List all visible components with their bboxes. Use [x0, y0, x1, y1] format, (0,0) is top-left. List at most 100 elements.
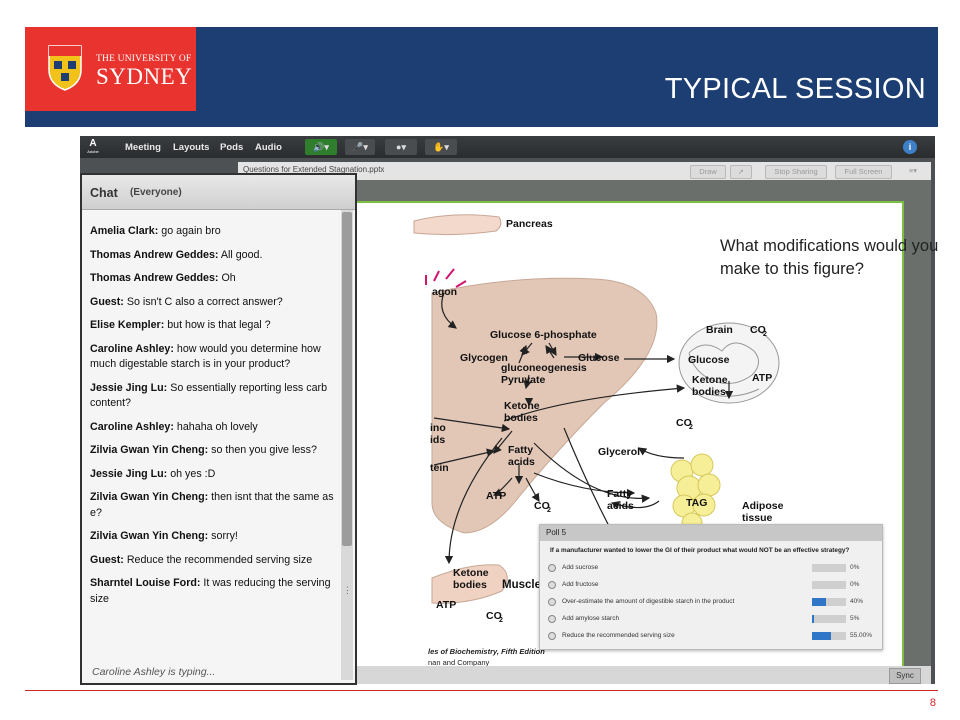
hand-icon: ✋▾ [433, 142, 449, 152]
full-screen-button[interactable]: Full Screen [835, 165, 892, 179]
chat-text: Reduce the recommended serving size [123, 553, 313, 566]
poll-result-percent: 0% [850, 564, 860, 571]
radio-icon[interactable] [548, 598, 556, 606]
resize-handle[interactable]: ⋮ [343, 585, 352, 595]
pod-menu-button[interactable]: ≡▾ [903, 165, 923, 177]
crest-icon [48, 45, 82, 91]
chat-author: Guest: [90, 295, 124, 308]
university-name-big: SYDNEY [96, 64, 193, 89]
radio-icon[interactable] [548, 615, 556, 623]
webcam-icon: ●▾ [396, 142, 406, 152]
chat-scrollbar[interactable] [341, 210, 353, 680]
chat-pod: Chat (Everyone) Amelia Clark: go again b… [80, 173, 357, 685]
chat-text: Oh [218, 272, 236, 284]
label-gluconeogenesis: gluconeogenesis [501, 362, 587, 374]
poll-result-bar [812, 564, 846, 572]
label-amino-2: ids [430, 434, 445, 446]
label-bodies-liver: bodies [504, 412, 538, 424]
chat-message: Thomas Andrew Geddes: Oh [90, 271, 340, 287]
chat-author: Caroline Ashley: [90, 420, 174, 433]
label-pyruvate: Pyruvate [501, 374, 546, 386]
radio-icon[interactable] [548, 632, 556, 640]
stop-sharing-button[interactable]: Stop Sharing [765, 165, 827, 179]
info-icon: i [908, 142, 912, 152]
chat-scope[interactable]: (Everyone) [130, 187, 182, 198]
label-co2-muscle: CO [486, 610, 502, 622]
chat-message: Elise Kempler: but how is that legal ? [90, 318, 340, 334]
poll-result-fill [812, 632, 831, 640]
menu-meeting[interactable]: Meeting [125, 142, 161, 153]
poll-option[interactable]: Add fructose 0% [548, 580, 878, 592]
chat-scroll-thumb[interactable] [342, 212, 352, 546]
menu-icon: ≡▾ [908, 166, 918, 175]
chat-message: Jessie Jing Lu: oh yes :D [90, 467, 340, 483]
chat-title: Chat [90, 186, 118, 200]
chat-author: Elise Kempler: [90, 319, 165, 331]
poll-result-bar [812, 598, 846, 606]
raise-hand-button[interactable]: ✋▾ [425, 139, 457, 155]
speaker-button[interactable]: 🔊▾ [305, 139, 337, 155]
poll-result-fill [812, 615, 814, 623]
poll-result-percent: 0% [850, 581, 860, 588]
label-brain: Brain [706, 324, 733, 336]
menu-pods[interactable]: Pods [220, 142, 244, 153]
chat-message: Amelia Clark: go again bro [90, 224, 340, 240]
poll-result-bar [812, 581, 846, 589]
svg-text:2: 2 [547, 507, 551, 514]
chat-author: Caroline Ashley: [90, 342, 174, 355]
microphone-button[interactable]: 🎤▾ [345, 139, 375, 155]
label-co2-brain-2: CO [676, 417, 692, 429]
webcam-button[interactable]: ●▾ [385, 139, 417, 155]
poll-option-label: Add amylose starch [562, 615, 620, 622]
share-pod-footer: Sync [238, 666, 931, 684]
svg-text:2: 2 [763, 331, 767, 338]
poll-option[interactable]: Over-estimate the amount of digestible s… [548, 597, 878, 609]
poll-option-label: Over-estimate the amount of digestible s… [562, 598, 735, 605]
sync-button[interactable]: Sync [889, 668, 921, 684]
poll-option[interactable]: Add amylose starch 5% [548, 614, 878, 626]
figure-citation-publisher: nan and Company [428, 658, 490, 667]
draw-button[interactable]: Draw [690, 165, 726, 179]
chat-author: Sharntel Louise Ford: [90, 577, 201, 589]
label-atp-liver: ATP [486, 490, 506, 502]
chat-message: Zilvia Gwan Yin Cheng: sorry! [90, 529, 340, 545]
label-bodies-muscle: bodies [453, 579, 487, 591]
poll-result-percent: 40% [850, 598, 864, 605]
label-glucagon: agon [432, 286, 457, 298]
radio-icon[interactable] [548, 581, 556, 589]
poll-pod: Poll 5 If a manufacturer wanted to lower… [539, 524, 883, 650]
footer-line [25, 690, 938, 691]
poll-header: Poll 5 [540, 525, 882, 541]
typing-indicator: Caroline Ashley is typing... [92, 666, 216, 678]
label-tag: TAG [686, 497, 707, 509]
label-adipose: Adipose [742, 500, 784, 512]
page-title: TYPICAL SESSION [664, 73, 926, 105]
poll-result-percent: 5% [850, 615, 860, 622]
chat-header: Chat (Everyone) [82, 175, 355, 210]
pointer-button[interactable]: ➚ [730, 165, 752, 179]
label-protein: tein [430, 462, 449, 474]
label-ketone-liver: Ketone [504, 400, 540, 412]
info-button[interactable]: i [903, 140, 917, 154]
radio-icon[interactable] [548, 564, 556, 572]
label-ketone-brain: Ketone [692, 374, 728, 386]
label-amino-1: ino [430, 422, 446, 434]
poll-option-label: Add fructose [562, 581, 599, 588]
chat-message: Thomas Andrew Geddes: All good. [90, 248, 340, 264]
label-co2-liver: CO [534, 500, 550, 512]
page-number: 8 [929, 697, 936, 709]
chat-author: Zilvia Gwan Yin Cheng: [90, 530, 209, 542]
chat-author: Amelia Clark: [90, 225, 159, 237]
menu-layouts[interactable]: Layouts [173, 142, 210, 153]
chat-author: Guest: [90, 553, 124, 566]
label-glycogen: Glycogen [460, 352, 508, 364]
svg-text:2: 2 [689, 424, 693, 431]
chat-text: So isn't C also a correct answer? [123, 295, 283, 308]
menu-audio[interactable]: Audio [255, 142, 282, 153]
poll-title: Poll 5 [546, 528, 567, 537]
